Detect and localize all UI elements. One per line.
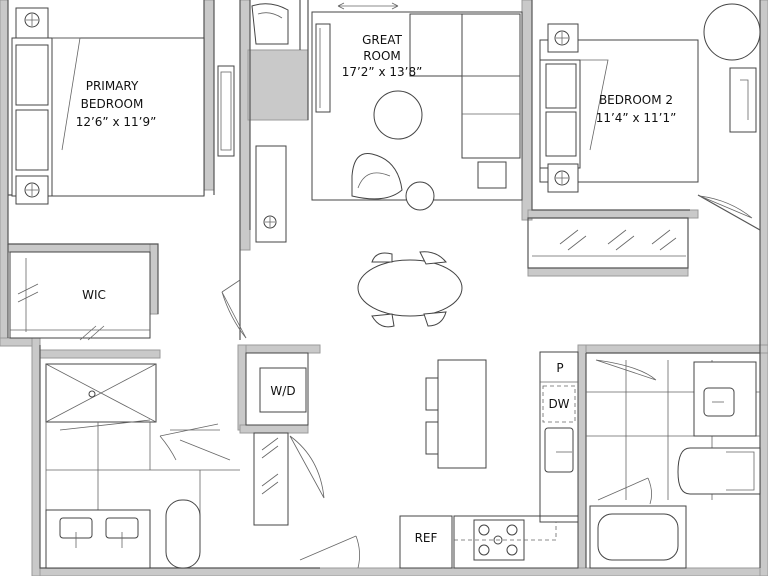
wall-wd-left [237,344,247,431]
room-dims-great: 17’2” x 13’8” [342,65,423,79]
room-dims-bedroom2: 11’4” x 11’1” [596,111,677,125]
burner-icon [478,524,490,536]
laundry [245,352,309,526]
stool [425,421,439,455]
wall-bed2-bottom [527,209,699,219]
island [437,359,487,469]
sink-icon [544,427,574,473]
coffee-table [373,90,423,140]
vanity-2 [693,361,757,437]
armchair [351,152,403,200]
side-table [405,181,435,211]
room-label-wic: WIC [82,288,106,302]
ottoman [477,161,507,189]
round-chair [703,3,761,61]
room-label-pantry: P [556,361,563,375]
wall-bed1-right [203,0,215,191]
wall-left-lower [31,337,41,576]
wall-bed2-left [521,0,533,221]
pillow-primary-1 [15,44,49,106]
refrigerator [399,515,453,569]
lamp-icon [554,30,570,46]
walk-in-closet [9,251,151,341]
pillow-primary-2 [15,109,49,171]
toilet-primary [165,499,201,569]
sink-icon [703,387,735,417]
room-dims-primary: 12’6” x 11’9” [76,115,157,129]
kitchen [399,351,579,569]
burner-icon [493,535,503,545]
lamp-icon [24,12,40,28]
dresser-primary [217,65,235,157]
tv-console [315,23,331,113]
great-room [251,2,523,243]
dining-chair [419,251,447,265]
room-label-dw: DW [548,397,569,411]
toilet-2 [677,447,761,495]
burner-icon [506,524,518,536]
wall-bath2-left [577,344,587,576]
lamp-icon [263,215,277,229]
wall-wic-right [149,243,159,315]
labels: PRIMARY BEDROOM 12’6” x 11’9” GREAT ROOM… [76,33,677,545]
nightstand-2-2 [547,163,579,193]
bedroom-2 [532,3,761,257]
dining-chair [371,313,395,328]
chair-corner [251,3,289,45]
pillow-2-1 [545,63,577,109]
dishwasher-outline [542,385,576,423]
room-label-ref: REF [415,531,438,545]
doors [159,195,753,569]
wall-bath1-top [39,349,161,359]
dining-chair [371,252,393,263]
wall-wd-top [239,344,321,354]
wall-bottom [39,567,761,576]
room-label-primary-1: PRIMARY [86,79,139,93]
room-label-great-2: ROOM [363,49,401,63]
wall-wic-top [7,243,159,253]
primary-bedroom [11,7,235,205]
washer-dryer [259,367,307,413]
room-label-great-1: GREAT [362,33,402,47]
wall-bath2-top [577,344,768,354]
room-label-primary-2: BEDROOM [81,97,144,111]
room-label-bedroom2: BEDROOM 2 [599,93,673,107]
lamp-icon [24,182,40,198]
vanity-primary [45,509,151,569]
drain-icon [88,390,96,398]
sectional [461,13,521,159]
wall-column [247,49,309,121]
wall-closet-bottom [527,267,689,277]
primary-bath [45,363,240,569]
linen-closet [253,432,289,526]
dresser-2 [729,67,757,133]
stool [425,377,439,411]
dining-chair [423,311,447,327]
wall-wd-bottom [239,424,309,434]
dining-table [357,259,463,317]
bathtub [589,505,687,569]
wall-great-left [239,0,251,251]
bath-2 [586,360,761,569]
lamp-icon [554,170,570,186]
console-table [255,145,287,243]
burner-icon [478,544,490,556]
wall-right [759,0,768,576]
burner-icon [506,544,518,556]
dining [357,251,463,328]
wall-left-upper [0,0,9,346]
shower-primary [45,363,157,423]
room-label-wd: W/D [270,384,295,398]
sofa [409,13,521,77]
pillow-2-2 [545,111,577,157]
